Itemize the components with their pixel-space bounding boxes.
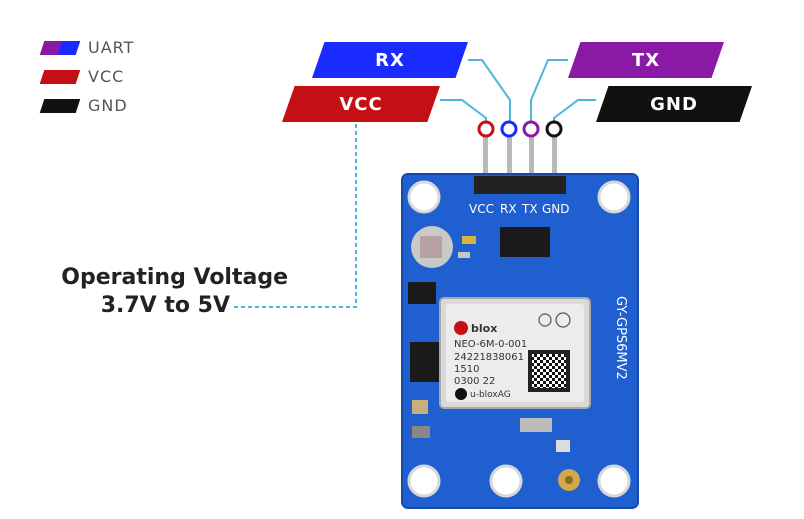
mount-hole xyxy=(597,180,631,214)
board-model-label: GY-GPS6MV2 xyxy=(613,296,628,380)
gnd-pin-tip xyxy=(545,120,563,138)
operating-voltage-note: Operating Voltage 3.7V to 5V xyxy=(30,264,288,320)
mount-hole xyxy=(407,464,441,498)
gnd-label: GND xyxy=(596,86,752,122)
header-pins xyxy=(477,120,563,186)
tx-pin-tip xyxy=(522,120,540,138)
chip-part-number: NEO-6M-0-001 xyxy=(454,339,527,350)
ublox-logo-icon xyxy=(454,321,468,335)
voltage-regulator xyxy=(500,227,550,257)
vcc-pin-tip xyxy=(477,120,495,138)
header-label-vcc: VCC xyxy=(469,202,494,216)
chip-serial: 24221838061 xyxy=(454,352,524,363)
voltage-dashed-line xyxy=(232,124,357,308)
rx-pin-tip xyxy=(500,120,518,138)
operating-voltage-title: Operating Voltage xyxy=(61,265,288,290)
vcc-label: VCC xyxy=(282,86,440,122)
pin-header-block xyxy=(474,176,566,194)
chip-code-1: 1510 xyxy=(454,364,479,375)
chip-code-2: 0300 22 xyxy=(454,376,495,387)
rx-connector-line xyxy=(468,59,511,124)
legend-label-gnd: GND xyxy=(88,96,128,115)
header-label-gnd: GND xyxy=(542,202,570,216)
chip-brand: blox xyxy=(471,322,497,335)
operating-voltage-range: 3.7V to 5V xyxy=(100,293,230,318)
tx-connector-line xyxy=(530,59,568,124)
mount-hole xyxy=(489,464,523,498)
header-label-tx: TX xyxy=(521,202,538,216)
eeprom-chip xyxy=(410,342,440,382)
legend-label-uart: UART xyxy=(88,38,135,57)
mount-hole xyxy=(597,464,631,498)
header-label-rx: RX xyxy=(500,202,517,216)
legend-label-vcc: VCC xyxy=(88,67,125,86)
chip-maker: u-bloxAG xyxy=(470,390,511,400)
rx-label: RX xyxy=(312,42,468,78)
tx-label: TX xyxy=(568,42,724,78)
mount-hole xyxy=(407,180,441,214)
